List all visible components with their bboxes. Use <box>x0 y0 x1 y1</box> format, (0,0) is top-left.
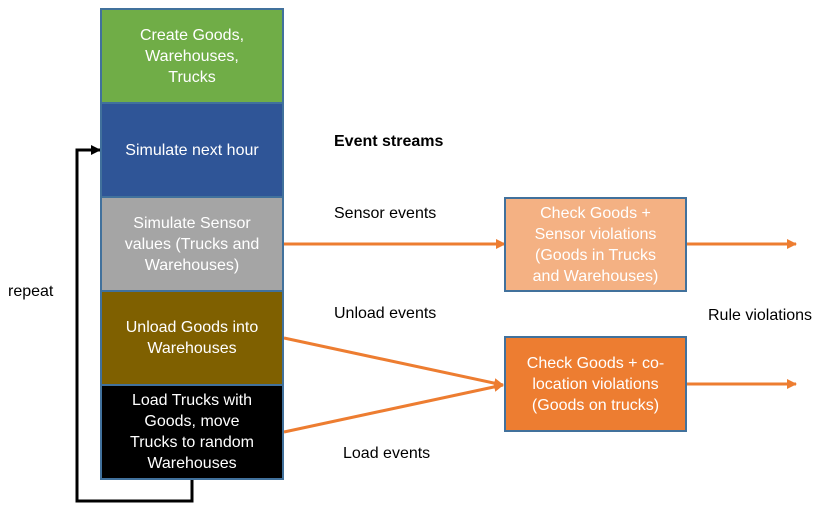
unload-events-arrow <box>283 336 504 389</box>
load-events-label: Load events <box>343 445 431 462</box>
rule-violations-label: Rule violations <box>708 307 813 324</box>
step-simulate-next-hour: Simulate next hour <box>100 102 284 198</box>
check-colocation-violations: Check Goods + co- location violations (G… <box>504 336 687 432</box>
sensor-events-label: Sensor events <box>334 205 437 222</box>
repeat-loop-arrow <box>75 145 194 503</box>
step-load-trucks: Load Trucks with Goods, move Trucks to r… <box>100 384 284 480</box>
load-events-arrow <box>283 381 504 434</box>
step-unload-goods: Unload Goods into Warehouses <box>100 290 284 386</box>
unload-events-label: Unload events <box>334 305 437 322</box>
step-simulate-sensor-values: Simulate Sensor values (Trucks and Wareh… <box>100 196 284 292</box>
repeat-label: repeat <box>8 283 54 300</box>
step-create-goods: Create Goods, Warehouses, Trucks <box>100 8 284 104</box>
check-sensor-violations: Check Goods + Sensor violations (Goods i… <box>504 197 687 292</box>
event-streams-heading: Event streams <box>334 133 444 150</box>
